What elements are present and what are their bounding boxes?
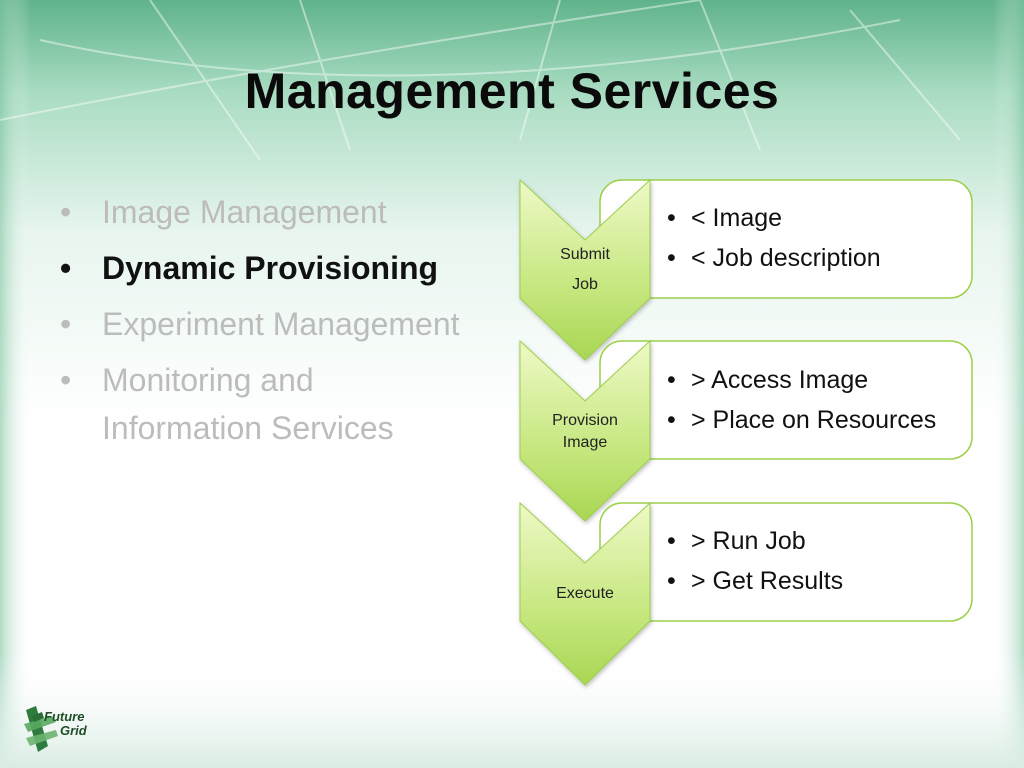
step-label-submit-job: Submit Job [520, 244, 650, 296]
topic-item: • Monitoring and Information Services [60, 356, 480, 452]
topic-item: • Experiment Management [60, 300, 480, 348]
step-label-line: Image [562, 434, 608, 451]
logo-text-line2: Grid [60, 723, 88, 738]
bullet-marker: • [667, 366, 676, 394]
step-detail-item: • > Run Job [667, 521, 843, 561]
bullet-marker: • [667, 406, 676, 434]
step-detail-list: • > Access Image • > Place on Resources [667, 360, 936, 440]
step-detail-text: > Access Image [691, 366, 869, 394]
step-detail-text: > Get Results [691, 567, 844, 595]
step-detail-item: • < Job description [667, 238, 881, 278]
step-label-execute: Execute [520, 583, 650, 605]
step-detail-list: • > Run Job • > Get Results [667, 521, 843, 601]
step-label-provision-image: Provision Image [520, 410, 650, 454]
flow-step-provision-image [519, 339, 973, 522]
bullet-marker: • [667, 204, 676, 232]
step-detail-item: • > Place on Resources [667, 400, 936, 440]
flow-step-execute [519, 501, 973, 686]
topic-item: • Image Management [60, 188, 480, 236]
topic-label: Dynamic Provisioning [102, 250, 439, 286]
slide-title: Management Services [244, 63, 780, 119]
step-label-line: Job [572, 276, 598, 293]
step-chevron [519, 339, 651, 522]
step-detail-text: > Place on Resources [691, 406, 937, 434]
bullet-marker: • [60, 194, 72, 230]
bullet-marker: • [60, 250, 72, 286]
step-detail-text: > Run Job [691, 527, 806, 555]
step-label-line: Execute [556, 585, 614, 602]
step-label-line: Provision [552, 412, 618, 429]
step-chevron [519, 501, 651, 686]
logo-text-line1: Future [44, 709, 84, 724]
bullet-marker: • [60, 362, 72, 398]
step-detail-item: • > Access Image [667, 360, 936, 400]
bullet-marker: • [60, 306, 72, 342]
topic-label: Monitoring and Information Services [102, 362, 394, 446]
topic-label: Experiment Management [102, 306, 460, 342]
step-detail-text: < Job description [691, 244, 881, 272]
flow-step-submit-job [519, 178, 973, 361]
topic-label: Image Management [102, 194, 387, 230]
bullet-marker: • [667, 244, 676, 272]
step-detail-item: • > Get Results [667, 561, 843, 601]
step-detail-text: < Image [691, 204, 783, 232]
step-detail-item: • < Image [667, 198, 881, 238]
topic-list: • Image Management • Dynamic Provisionin… [60, 188, 480, 460]
futuregrid-logo: Future Grid [24, 706, 88, 752]
step-label-line: Submit [560, 246, 610, 263]
grid-mark-icon [24, 706, 58, 752]
step-chevron [519, 178, 651, 361]
topic-item-active: • Dynamic Provisioning [60, 244, 480, 292]
step-detail-list: • < Image • < Job description [667, 198, 881, 278]
bullet-marker: • [667, 567, 676, 595]
bullet-marker: • [667, 527, 676, 555]
